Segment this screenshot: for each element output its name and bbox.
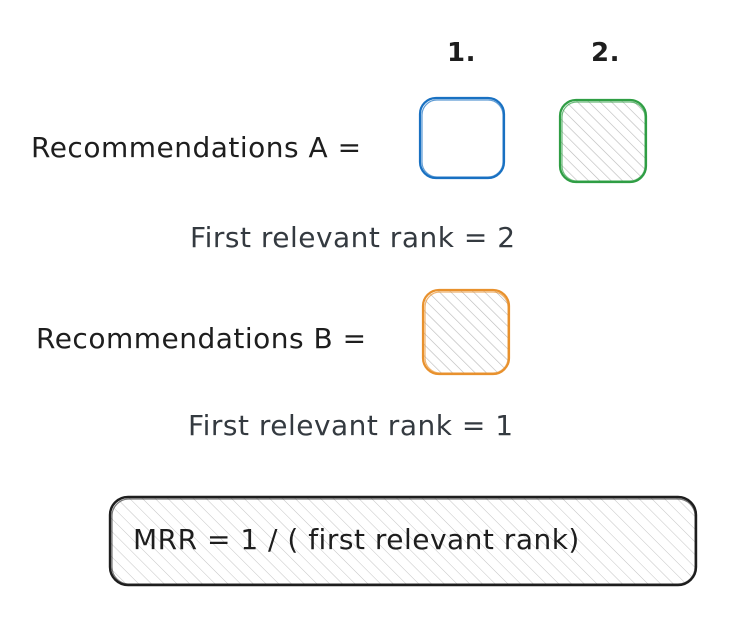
mrr-formula: MRR = 1 / ( first relevant rank) [133, 523, 580, 556]
recommendations-a-first-relevant-rank: First relevant rank = 2 [190, 221, 516, 254]
rec-b-item-1-relevant [421, 288, 511, 376]
rank-header-1: 1. [447, 38, 476, 68]
rec-a-item-1-not-relevant [418, 96, 506, 180]
recommendations-b-label: Recommendations B = [36, 322, 367, 355]
formula-box [108, 495, 698, 587]
recommendations-b-first-relevant-rank: First relevant rank = 1 [188, 409, 514, 442]
rank-header-2: 2. [591, 38, 620, 68]
rec-a-item-2-relevant [558, 98, 648, 184]
recommendations-a-label: Recommendations A = [31, 131, 362, 164]
